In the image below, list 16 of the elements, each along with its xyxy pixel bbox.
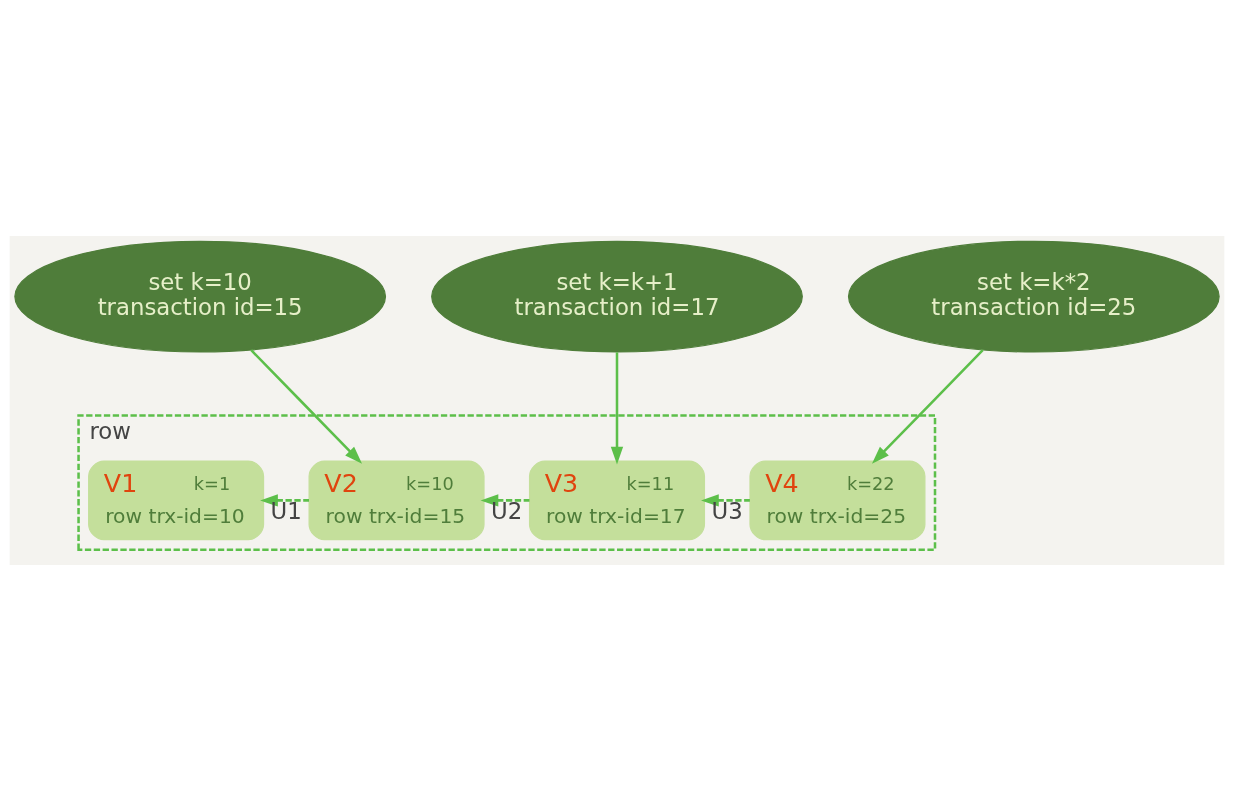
node-ellipse: set k=k*2 transaction id=25 (847, 240, 1220, 353)
node-box: V3 k=11 row trx-id=17 (528, 459, 706, 540)
edge-label: U1 (270, 497, 302, 524)
edge-label: U2 (491, 497, 523, 524)
node-box: V4 k=22 row trx-id=25 (749, 459, 926, 540)
node-box: V1 k=1 row trx-id=10 (88, 459, 265, 540)
arrow (610, 351, 624, 464)
node-ellipse: set k=10 transaction id=15 (14, 240, 387, 353)
arrow (260, 493, 309, 507)
arrow (871, 348, 984, 464)
arrow (701, 493, 750, 507)
node-box: V2 k=10 row trx-id=15 (308, 459, 485, 540)
node-ellipse: set k=k+1 transaction id=17 (431, 240, 803, 353)
arrow (480, 493, 530, 507)
arrow (250, 348, 363, 464)
edge-label: U3 (711, 497, 743, 524)
